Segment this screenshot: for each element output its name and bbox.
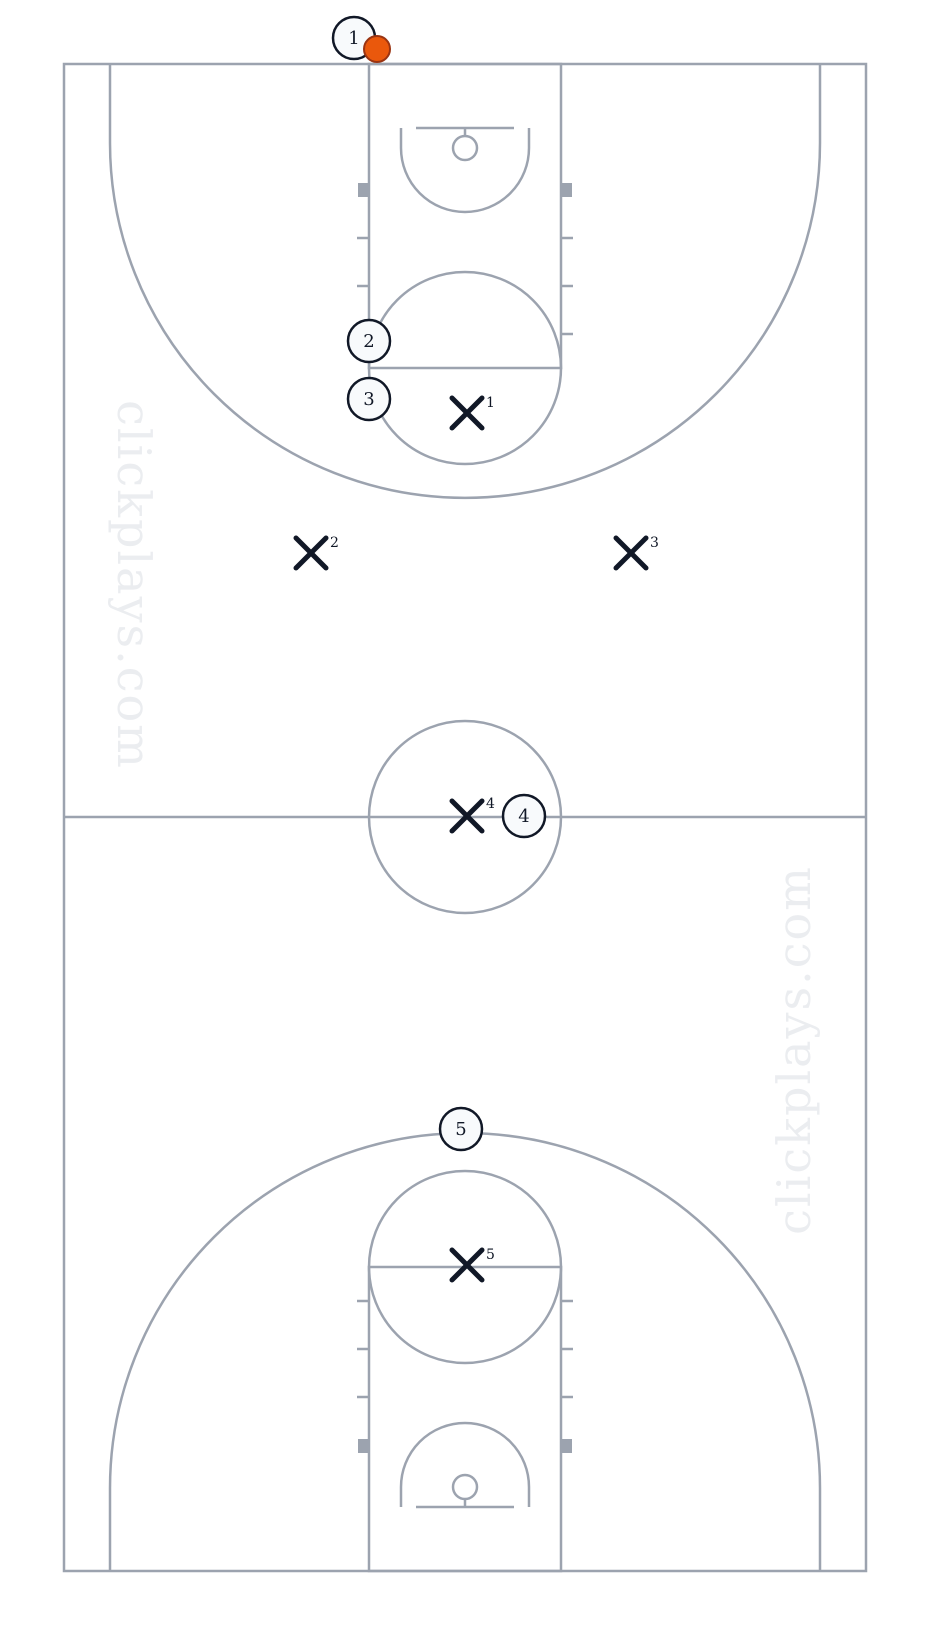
- free-throw-circle-bottom: [367, 1169, 563, 1365]
- offense-player-4[interactable]: 4: [501, 793, 547, 839]
- defender-1[interactable]: 1: [449, 395, 495, 431]
- offense-player-3[interactable]: 3: [346, 376, 392, 422]
- watermark-left: clickplays.com: [107, 400, 161, 770]
- three-point-line-top: [108, 64, 822, 500]
- rim-bottom: [451, 1473, 479, 1501]
- offense-player-3-label: 3: [363, 389, 374, 410]
- lane-block-top-left: [358, 183, 369, 197]
- defender-3[interactable]: 3: [613, 535, 659, 571]
- basketball-ball[interactable]: [363, 35, 391, 63]
- defender-4-label: 4: [486, 796, 495, 812]
- paint-bottom: [367, 1265, 563, 1573]
- restricted-area-top: [399, 128, 531, 214]
- offense-player-5[interactable]: 5: [438, 1106, 484, 1152]
- paint-top: [367, 62, 563, 370]
- lane-block-bottom-right: [561, 1439, 572, 1453]
- defender-5-label: 5: [486, 1247, 495, 1263]
- defender-4[interactable]: 4: [449, 796, 495, 834]
- offense-player-2-label: 2: [363, 331, 374, 352]
- defender-2[interactable]: 2: [293, 535, 339, 571]
- watermark-right: clickplays.com: [767, 865, 821, 1235]
- restricted-area-bottom: [399, 1421, 531, 1507]
- offense-player-4-label: 4: [518, 806, 529, 827]
- bottom-half-court: [108, 1131, 822, 1573]
- lane-block-top-right: [561, 183, 572, 197]
- defender-3-label: 3: [650, 535, 659, 551]
- free-throw-circle-top: [367, 270, 563, 466]
- top-half-court: [108, 62, 822, 500]
- lane-block-bottom-left: [358, 1439, 369, 1453]
- defender-2-label: 2: [330, 535, 339, 551]
- offense-player-5-label: 5: [455, 1119, 466, 1140]
- offense-player-2[interactable]: 2: [346, 318, 392, 364]
- rim-top: [451, 134, 479, 162]
- defender-1-label: 1: [486, 395, 495, 411]
- offense-player-1-label: 1: [348, 28, 359, 49]
- center-circle: [367, 719, 563, 915]
- defender-5[interactable]: 5: [449, 1247, 495, 1283]
